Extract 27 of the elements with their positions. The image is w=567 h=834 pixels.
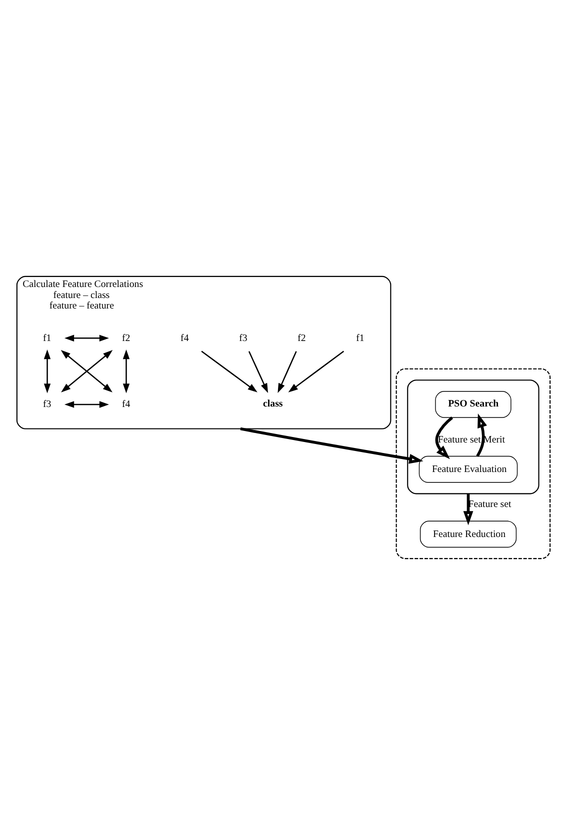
node-text: f1 bbox=[356, 332, 364, 344]
arrow bbox=[476, 413, 487, 456]
arrow bbox=[288, 350, 344, 392]
edge-label: Feature set bbox=[468, 498, 512, 510]
arrow bbox=[44, 348, 51, 393]
arrow bbox=[435, 416, 454, 459]
node-box: Feature Evaluation bbox=[418, 455, 518, 482]
arrow bbox=[64, 334, 109, 342]
node-text: class bbox=[263, 398, 283, 409]
node-text: f2 bbox=[122, 332, 130, 344]
arrow bbox=[278, 350, 297, 393]
node-text: f4 bbox=[122, 398, 130, 410]
arrow bbox=[122, 348, 130, 393]
node-text: f4 bbox=[180, 332, 189, 344]
node-text: f3 bbox=[43, 398, 52, 410]
arrow bbox=[64, 400, 109, 408]
node-text: f3 bbox=[239, 332, 248, 344]
arrow bbox=[463, 493, 474, 525]
arrow bbox=[248, 350, 268, 393]
arrow bbox=[240, 426, 424, 464]
arrow bbox=[201, 350, 258, 392]
node-text: f2 bbox=[298, 332, 306, 344]
cluster bbox=[396, 368, 551, 559]
node-text: f1 bbox=[43, 332, 52, 344]
node-box: PSO Search bbox=[435, 390, 512, 418]
node-box: Feature Reduction bbox=[420, 520, 517, 548]
edge-label: Feature set bbox=[438, 434, 481, 445]
